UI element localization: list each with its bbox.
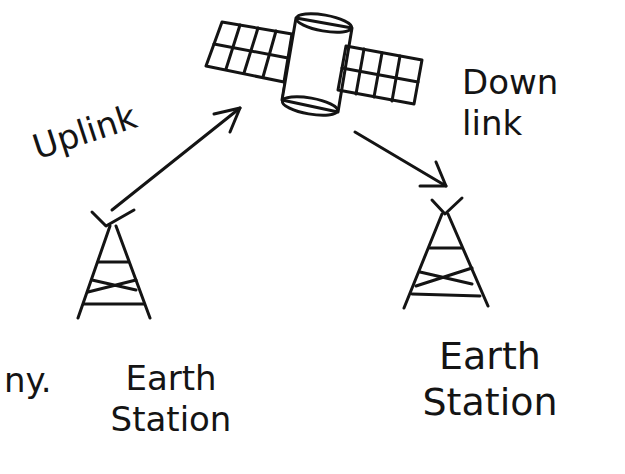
link-label: Down link — [462, 62, 592, 144]
station-caption: Earth Station — [398, 334, 582, 425]
earth-station-tower — [404, 198, 488, 308]
downlink-arrow — [355, 132, 446, 186]
solar-panel — [206, 22, 292, 82]
partial-label: ny. — [4, 360, 64, 401]
station-caption: Earth Station — [92, 358, 250, 440]
earth-station: Earth Station — [92, 358, 250, 440]
link-label: Uplink — [28, 83, 183, 168]
earth-station-tower — [78, 210, 150, 318]
earth-station: Earth Station — [398, 334, 582, 425]
solar-panel — [338, 46, 422, 104]
